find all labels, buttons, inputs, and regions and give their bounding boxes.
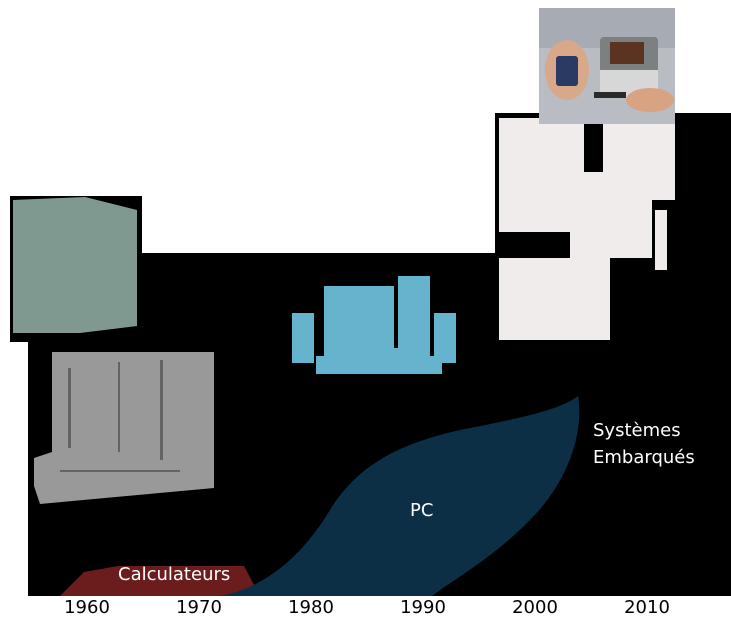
calculateurs-label: Calculateurs bbox=[118, 564, 231, 585]
mainframe-cabinet-top bbox=[13, 197, 137, 333]
mainframe-cabinet-bottom bbox=[34, 352, 214, 504]
mainframe-computer-image bbox=[13, 197, 214, 504]
systemes-embarques-label-line2: Embarqués bbox=[593, 447, 695, 468]
x-tick-label: 1960 bbox=[64, 597, 110, 618]
pc-label: PC bbox=[410, 500, 434, 521]
handheld-devices-photo bbox=[539, 8, 675, 124]
x-tick-label: 1990 bbox=[400, 597, 446, 618]
pc-area bbox=[218, 396, 580, 596]
x-tick-label: 1970 bbox=[176, 597, 222, 618]
x-tick-label: 2010 bbox=[624, 597, 670, 618]
desktop-pc-image bbox=[292, 276, 456, 374]
mainframe-details bbox=[60, 360, 180, 472]
x-tick-label: 2000 bbox=[512, 597, 558, 618]
x-tick-label: 1980 bbox=[288, 597, 334, 618]
calculateurs-area bbox=[60, 566, 260, 596]
systemes-embarques-label-line1: Systèmes bbox=[593, 420, 681, 441]
embedded-devices-image bbox=[499, 118, 675, 340]
